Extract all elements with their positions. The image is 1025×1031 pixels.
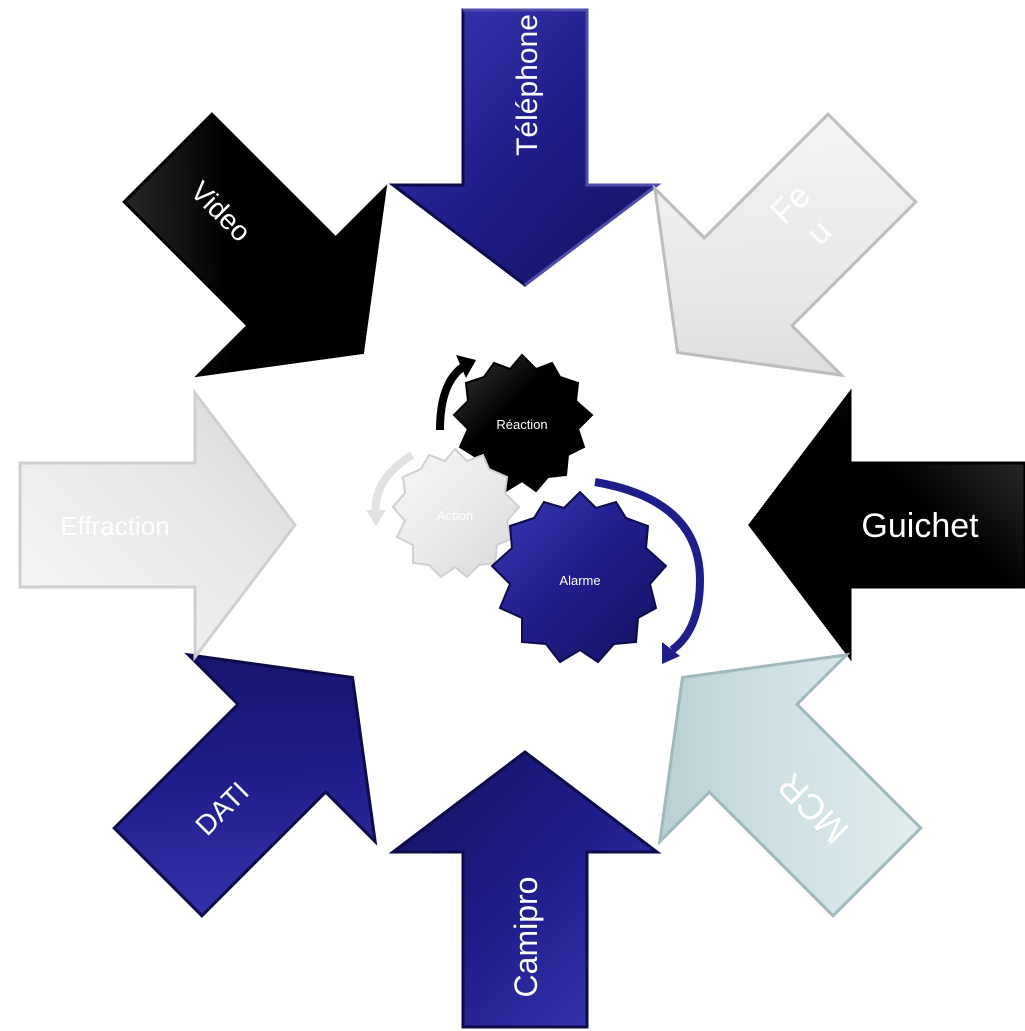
arrow-effraction: Effraction bbox=[18, 391, 297, 659]
action-cycle-arrow bbox=[366, 451, 415, 526]
arrow-camipro: Camipro bbox=[391, 750, 659, 1029]
arrow-telephone: Téléphone bbox=[391, 8, 662, 287]
arrow-label-guichet: Guichet bbox=[861, 507, 979, 545]
gear-action: Action bbox=[391, 447, 521, 579]
gear-label-action: Action bbox=[437, 508, 473, 523]
gear-reaction: Réaction bbox=[452, 353, 594, 493]
reaction-cycle-arrow bbox=[436, 355, 476, 431]
arrow-dati: DATI bbox=[63, 582, 448, 967]
gear-label-alarme: Alarme bbox=[559, 573, 600, 588]
arrow-label-telephone: Téléphone bbox=[511, 14, 544, 156]
arrow-mcr: MCR bbox=[587, 582, 972, 967]
gear-group: Réaction Action Alarme bbox=[366, 353, 705, 664]
arrow-video: Video bbox=[73, 63, 458, 448]
arrow-guichet: Guichet bbox=[748, 391, 1025, 659]
alarme-cycle-arrow bbox=[594, 478, 705, 664]
arrow-feu: Fe u bbox=[582, 63, 967, 448]
gear-label-reaction: Réaction bbox=[496, 417, 547, 432]
gear-alarme: Alarme bbox=[490, 490, 668, 664]
arrow-label-camipro: Camipro bbox=[508, 877, 544, 998]
arrow-label-effraction: Effraction bbox=[60, 511, 169, 541]
